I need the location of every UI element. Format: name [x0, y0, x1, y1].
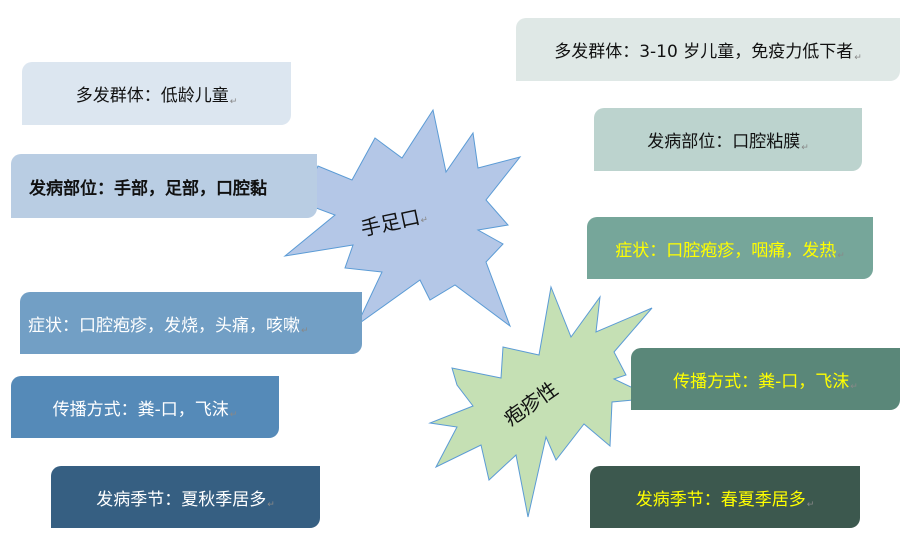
right-transmission-box: 传播方式：粪-口，飞沫↵	[631, 348, 900, 410]
right-symptom-text: 症状：口腔疱疹，咽痛，发热	[615, 240, 837, 261]
right-group-text: 多发群体：3-10 岁儿童，免疫力低下者	[554, 42, 854, 62]
right-site-text: 发病部位：口腔粘膜	[647, 132, 801, 152]
left-transmission-text: 传播方式：粪-口，飞沫	[52, 399, 229, 420]
left-season-text: 发病季节：夏秋季居多	[96, 489, 267, 510]
left-group-box: 多发群体：低龄儿童↵	[22, 62, 291, 125]
left-season-box: 发病季节：夏秋季居多↵	[51, 466, 320, 528]
left-site-box: 发病部位：手部，足部，口腔黏	[11, 154, 317, 218]
right-site-box: 发病部位：口腔粘膜↵	[594, 108, 862, 171]
right-symptom-box: 症状：口腔疱疹，咽痛，发热↵	[587, 217, 873, 279]
left-site-text: 发病部位：手部，足部，口腔黏	[29, 178, 267, 199]
left-symptom-text: 症状：口腔疱疹，发烧，头痛，咳嗽	[28, 315, 300, 336]
left-symptom-box: 症状：口腔疱疹，发烧，头痛，咳嗽↵	[20, 292, 362, 354]
right-season-text: 发病季节：春夏季居多	[635, 489, 806, 510]
left-group-text: 多发群体：低龄儿童	[75, 86, 229, 106]
right-transmission-text: 传播方式：粪-口，飞沫	[673, 371, 850, 392]
right-season-box: 发病季节：春夏季居多↵	[590, 466, 860, 528]
right-group-box: 多发群体：3-10 岁儿童，免疫力低下者↵	[516, 18, 900, 81]
left-transmission-box: 传播方式：粪-口，飞沫↵	[11, 376, 279, 438]
herpangina-star-shape	[428, 285, 656, 518]
